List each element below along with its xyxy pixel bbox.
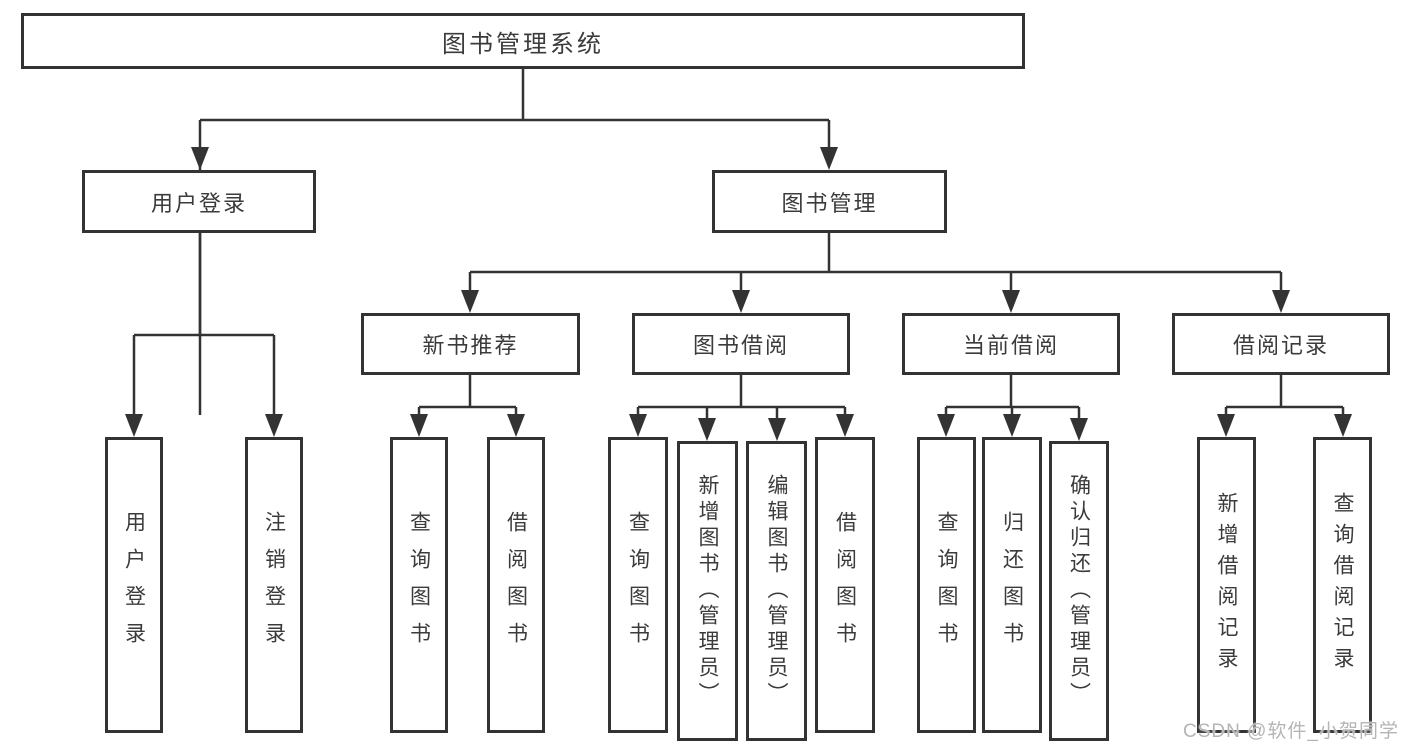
connector-current-borrow-children bbox=[944, 375, 1081, 419]
arrow-icon bbox=[507, 414, 525, 437]
node-leaf-borrow-books: 借阅图书 bbox=[815, 437, 875, 733]
arrow-icon bbox=[410, 414, 428, 437]
node-label: 查询借阅记录 bbox=[1331, 492, 1354, 678]
arrow-icon bbox=[768, 418, 786, 441]
arrow-icon bbox=[820, 147, 838, 170]
node-user-login: 用户登录 bbox=[82, 170, 316, 233]
arrow-icon bbox=[1334, 414, 1352, 437]
connector-segments bbox=[132, 69, 1345, 419]
node-leaf-current-query-books: 查询图书 bbox=[917, 437, 976, 733]
arrow-icon bbox=[191, 147, 209, 170]
arrow-icon bbox=[1002, 290, 1020, 313]
node-label: 归还图书 bbox=[1000, 511, 1024, 659]
node-label: 借阅图书 bbox=[504, 511, 528, 659]
node-leaf-recommend-query-books: 查询图书 bbox=[390, 437, 448, 733]
node-label: 注销登录 bbox=[262, 511, 286, 659]
node-label: 当前借阅 bbox=[962, 333, 1059, 358]
node-label: 查询图书 bbox=[407, 511, 431, 659]
arrow-icon bbox=[265, 414, 283, 437]
node-leaf-confirm-return-admin: 确认归还（管理员） bbox=[1049, 441, 1109, 741]
node-label: 新书推荐 bbox=[422, 333, 519, 358]
node-leaf-recommend-borrow-books: 借阅图书 bbox=[487, 437, 545, 733]
node-leaf-logout: 注销登录 bbox=[245, 437, 303, 733]
node-label: 编辑图书（管理员） bbox=[765, 474, 788, 708]
csdn-watermark: CSDN @软件_小贺同学 bbox=[1183, 721, 1399, 742]
node-label: 图书借阅 bbox=[692, 333, 789, 358]
node-new-book-recommend: 新书推荐 bbox=[361, 313, 580, 375]
node-borrow-records: 借阅记录 bbox=[1172, 313, 1390, 375]
node-label: 借阅记录 bbox=[1232, 333, 1329, 358]
node-label: 新增借阅记录 bbox=[1215, 492, 1238, 678]
node-leaf-return-books: 归还图书 bbox=[982, 437, 1042, 733]
node-label: 新增图书（管理员） bbox=[696, 474, 719, 708]
arrow-icon bbox=[836, 414, 854, 437]
arrow-icon bbox=[461, 290, 479, 313]
node-root: 图书管理系统 bbox=[21, 13, 1025, 69]
node-label: 图书管理系统 bbox=[442, 30, 604, 58]
node-label: 查询图书 bbox=[935, 511, 958, 659]
node-leaf-edit-books-admin: 编辑图书（管理员） bbox=[746, 441, 807, 741]
node-leaf-borrow-query-books: 查询图书 bbox=[608, 437, 668, 733]
arrow-icon bbox=[732, 290, 750, 313]
arrow-icon bbox=[1070, 418, 1088, 441]
node-label: 图书管理 bbox=[781, 190, 878, 216]
node-leaf-add-borrow-record: 新增借阅记录 bbox=[1197, 437, 1256, 733]
connector-root-to-level2 bbox=[198, 69, 831, 415]
connector-book-borrow-children bbox=[636, 375, 847, 419]
arrow-icon bbox=[698, 418, 716, 441]
arrow-icon bbox=[937, 414, 955, 437]
node-leaf-add-books-admin: 新增图书（管理员） bbox=[677, 441, 738, 741]
connector-new-book-recommend-children bbox=[417, 375, 518, 415]
node-book-borrow: 图书借阅 bbox=[632, 313, 850, 375]
node-leaf-query-borrow-record: 查询借阅记录 bbox=[1313, 437, 1372, 733]
node-label: 用户登录 bbox=[150, 190, 247, 216]
arrow-icon bbox=[1272, 290, 1290, 313]
arrow-icon bbox=[125, 414, 143, 437]
connector-borrow-records-children bbox=[1224, 375, 1345, 415]
arrowheads bbox=[125, 147, 1352, 441]
node-label: 用户登录 bbox=[122, 511, 146, 659]
node-label: 借阅图书 bbox=[833, 511, 857, 659]
connector-book-mgmt-children bbox=[468, 233, 1283, 291]
node-book-management: 图书管理 bbox=[712, 170, 947, 233]
connector-user-login-children bbox=[132, 233, 276, 415]
node-current-borrow: 当前借阅 bbox=[902, 313, 1120, 375]
arrow-icon bbox=[1003, 414, 1021, 437]
arrow-icon bbox=[629, 414, 647, 437]
arrow-icon bbox=[1217, 414, 1235, 437]
node-label: 确认归还（管理员） bbox=[1067, 474, 1091, 708]
node-leaf-user-login: 用户登录 bbox=[105, 437, 163, 733]
node-label: 查询图书 bbox=[626, 511, 650, 659]
